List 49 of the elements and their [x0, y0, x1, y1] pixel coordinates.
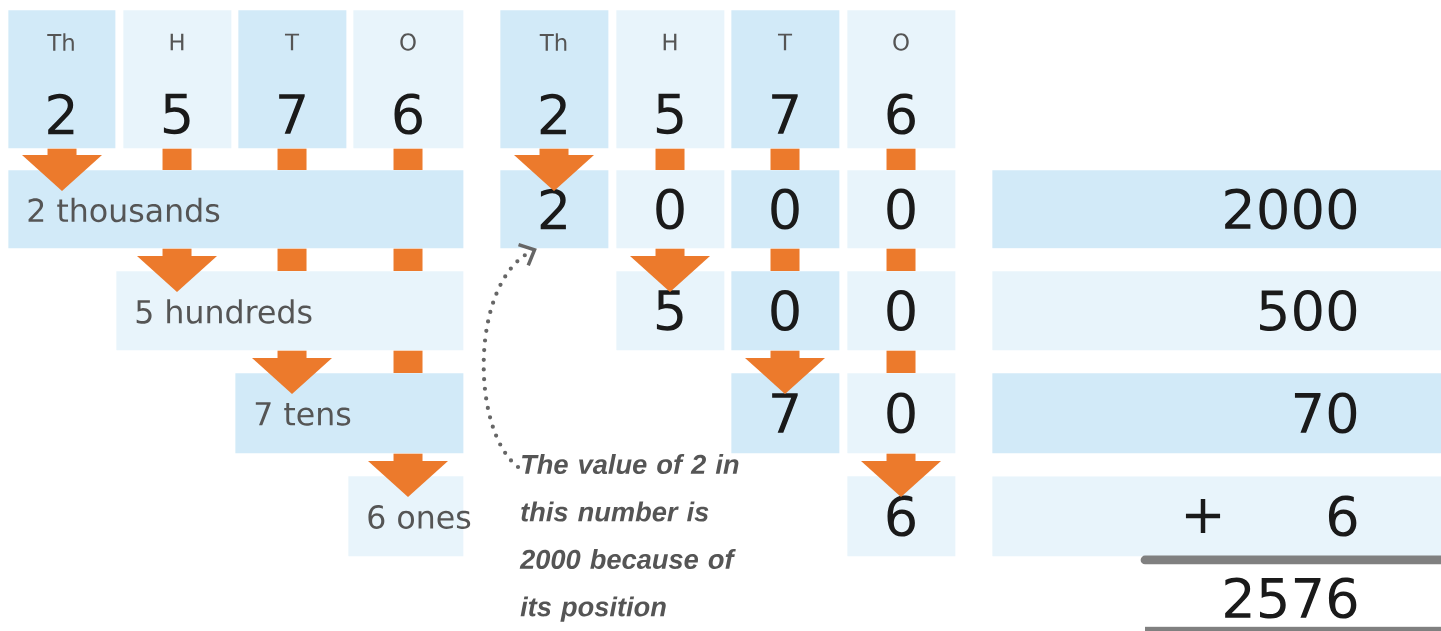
connector-bar [886, 148, 916, 170]
place-value-column: T 7 [731, 10, 840, 149]
connector-bar [277, 248, 307, 271]
arrow [861, 453, 941, 497]
value-row: 6 + [992, 476, 1441, 557]
digit-cell: 0 [847, 170, 956, 249]
digit-cell: 5 [616, 271, 725, 351]
digit-cell: 0 [616, 170, 725, 249]
place-value-column: O 6 [353, 10, 464, 149]
value-row: 500 [992, 271, 1441, 351]
total-value: 2576 [1225, 577, 1357, 619]
arrow [514, 148, 594, 191]
digit-cell: 0 [847, 271, 956, 351]
place-value-band: 7 tens [235, 373, 464, 454]
place-value-column: T 7 [238, 10, 347, 149]
place-value-column: H 5 [123, 10, 232, 149]
connector-bar [393, 148, 423, 170]
note-text: The value of 2 in this number is 2000 because of its position [519, 454, 739, 622]
digit-cell: 7 [731, 373, 840, 454]
connector-bar [886, 350, 916, 373]
connector-bar [770, 248, 800, 271]
place-value-column: Th 2 [8, 10, 116, 149]
arrow [22, 148, 102, 191]
arrow [630, 248, 710, 292]
arrow [745, 350, 825, 394]
connector-bar [770, 148, 800, 170]
digit-cell: 0 [731, 271, 840, 351]
digit-cell: 0 [847, 373, 956, 454]
arrow [252, 350, 332, 394]
place-value-band: 6 ones [348, 476, 471, 557]
digit-cell: 6 [847, 476, 956, 557]
connector-bar [162, 148, 192, 170]
place-value-column: O 6 [847, 10, 956, 149]
place-value-column: H 5 [616, 10, 725, 149]
arrow [368, 453, 448, 497]
value-row: 70 [992, 373, 1441, 454]
connector-bar [393, 350, 423, 373]
place-value-band: 5 hundreds [116, 271, 464, 351]
value-row: 2000 [992, 170, 1441, 249]
connector-bar [886, 248, 916, 271]
digit-cell: 0 [731, 170, 840, 249]
dotted-arrow [481, 243, 537, 470]
connector-bar [277, 148, 307, 170]
digit-cell: 2 [500, 170, 609, 249]
connector-bar [655, 148, 685, 170]
place-value-column: Th 2 [500, 10, 609, 149]
connector-bar [393, 248, 423, 271]
arrow [137, 248, 217, 292]
place-value-band: 2 thousands [8, 170, 464, 249]
